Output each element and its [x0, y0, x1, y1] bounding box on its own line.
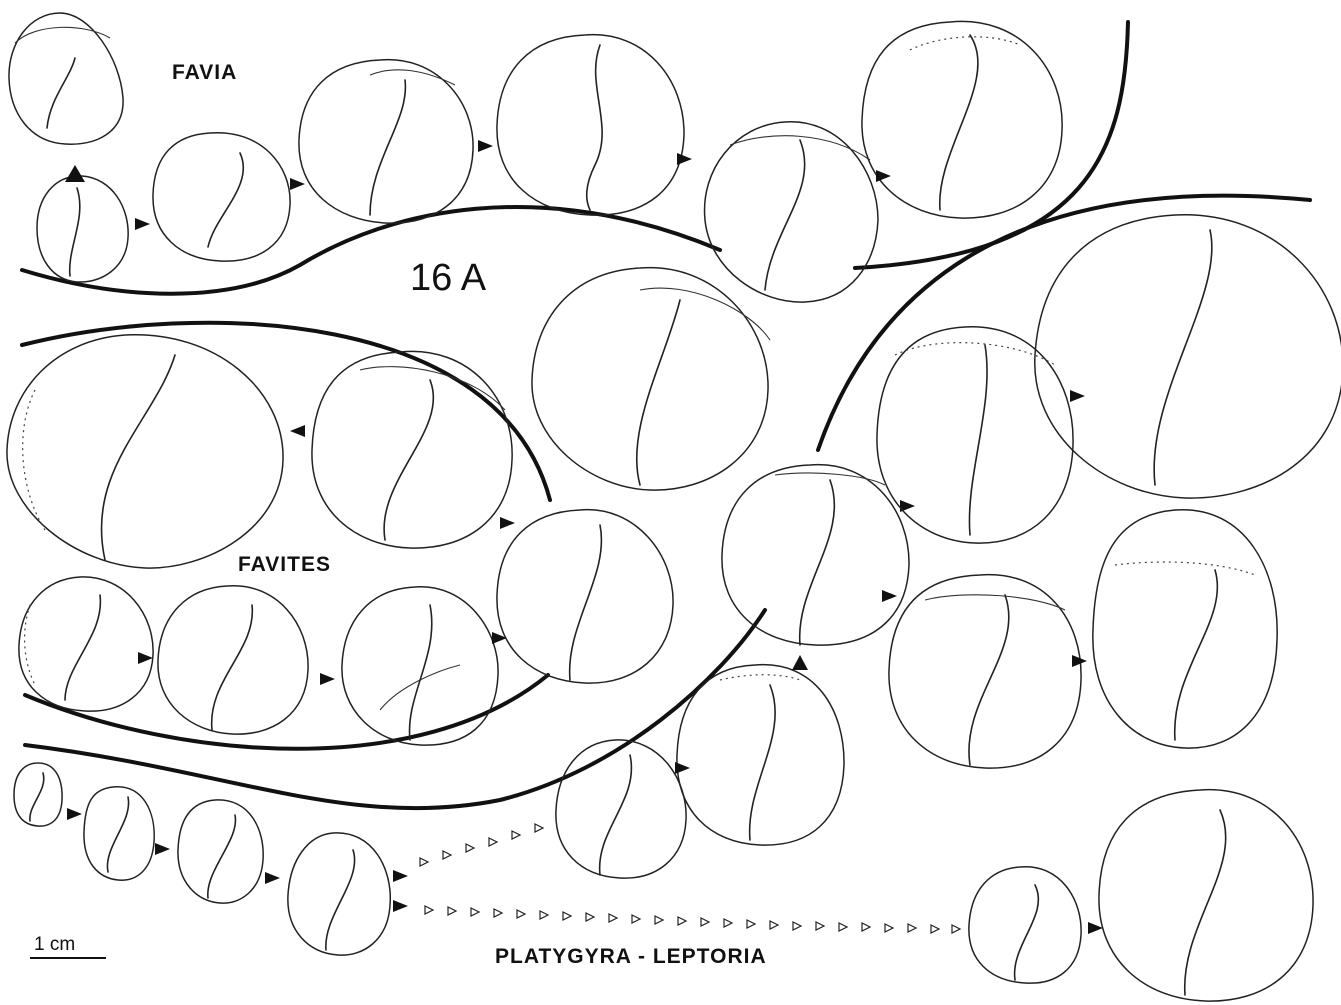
corallite-favia-1 [37, 176, 128, 282]
arrow-favia-5 [876, 170, 891, 182]
corallite-favia-3 [299, 60, 473, 223]
arrow-platygyra-1 [67, 808, 82, 820]
hollow-arrow-trail-lower [425, 906, 960, 933]
corallite-platygyra-1 [14, 763, 62, 826]
corallite-right-mid [877, 327, 1073, 543]
corallite-platygyra-2 [84, 787, 154, 880]
corallite-center-mid [497, 510, 673, 683]
corallite-favia-top-left [9, 13, 123, 144]
arrow-favites-left [290, 425, 305, 437]
favites-series [7, 335, 515, 745]
arrow-center-4 [675, 762, 690, 774]
arrow-favites-1 [138, 652, 153, 664]
arrow-platygyra-3 [265, 872, 280, 884]
panel-label: 16 A [410, 257, 487, 299]
label-platygyra-leptoria: PLATYGYRA - LEPTORIA [495, 945, 767, 968]
corallite-favia-2 [153, 133, 290, 261]
arrow-platygyra-2 [155, 843, 170, 855]
hollow-arrow-trail-upper [420, 824, 543, 866]
corallite-center-right [722, 465, 909, 645]
group-boundaries [22, 22, 1310, 808]
scale-bar: 1 cm [30, 934, 106, 958]
arrow-right-1 [1070, 390, 1085, 402]
corallite-lower-mid-2 [677, 665, 844, 845]
corallite-favites-1 [19, 577, 153, 711]
arrow-favia-4 [677, 153, 692, 165]
label-favites: FAVITES [238, 553, 331, 576]
corallite-lower-mid-1 [556, 740, 686, 878]
central-series [497, 268, 915, 879]
corallite-favites-3 [342, 587, 498, 745]
corallite-center-top [532, 268, 770, 490]
corallite-right-big [1035, 215, 1341, 498]
corallite-favia-6 [862, 21, 1062, 218]
corallite-right-lower [889, 575, 1081, 768]
arrow-favia-1 [135, 218, 150, 230]
arrow-favia-3 [478, 140, 493, 152]
corallite-favites-top-middle [312, 351, 512, 548]
corallite-favites-2 [158, 586, 308, 734]
scale-bar-label: 1 cm [34, 934, 75, 955]
arrow-favites-2 [320, 673, 335, 685]
arrow-platygyra-4 [393, 870, 408, 882]
corallite-favites-large-left [7, 335, 283, 568]
corallite-platygyra-6 [1099, 790, 1313, 1001]
corallite-platygyra-5 [969, 867, 1081, 983]
boundary-favites-upper [22, 323, 550, 500]
arrow-favites-4 [500, 517, 515, 529]
boundary-favites-lower [25, 675, 548, 749]
boundary-favia-right [855, 22, 1128, 268]
arrow-center-2 [792, 655, 808, 670]
corallite-right-tall [1093, 510, 1277, 748]
arrow-favia-2 [290, 178, 305, 190]
corallite-favia-5 [705, 122, 878, 302]
boundary-platygyra-upper [25, 610, 765, 808]
arrow-center-3 [882, 590, 897, 602]
right-series [877, 215, 1341, 768]
corallite-platygyra-3 [178, 800, 263, 903]
arrow-favia-up [65, 165, 85, 182]
corallite-platygyra-4 [288, 833, 390, 955]
favia-series [9, 13, 1062, 302]
boundary-right-upper [818, 196, 1310, 450]
corallite-favia-4 [497, 35, 684, 215]
label-favia: FAVIA [172, 61, 237, 84]
arrow-platygyra-5 [393, 900, 408, 912]
